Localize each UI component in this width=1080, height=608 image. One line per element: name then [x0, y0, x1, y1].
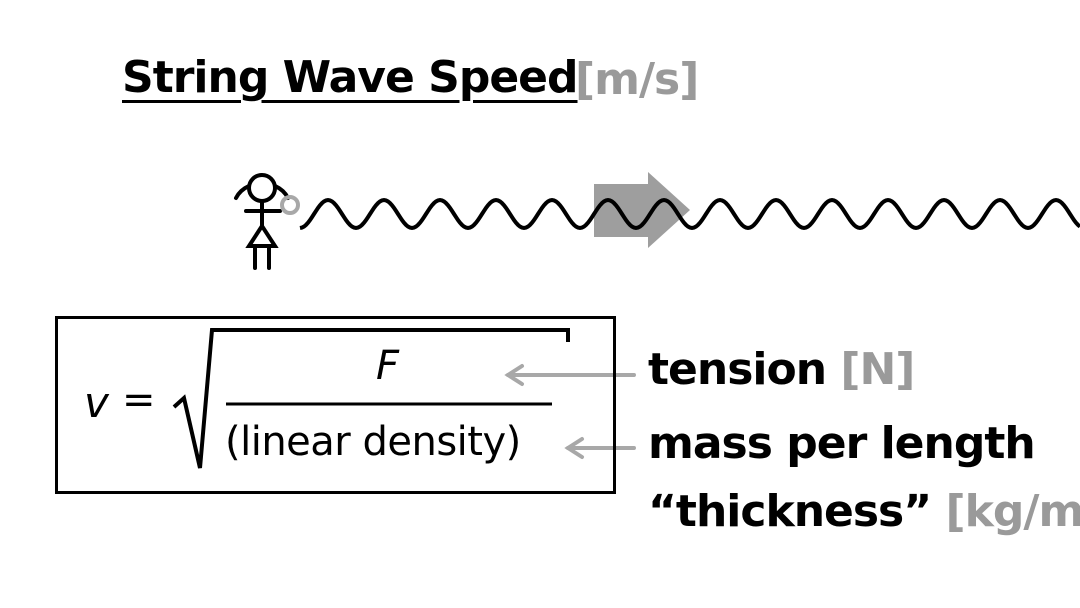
formula-equals: = — [122, 377, 156, 423]
thickness-text: “thickness” — [648, 486, 932, 537]
title-unit: [m/s] — [575, 54, 699, 105]
hand-grip-icon — [280, 195, 300, 215]
mass-per-length-label: mass per length — [648, 418, 1036, 469]
diagram-title: String Wave Speed — [122, 52, 579, 103]
formula-denominator: (linear density) — [225, 419, 521, 465]
formula-box — [55, 316, 616, 494]
tension-text: tension — [648, 344, 827, 395]
thickness-label: “thickness” [kg/m] — [648, 490, 1080, 534]
square-root-sign-icon — [172, 328, 570, 469]
formula-lhs: v — [84, 378, 109, 427]
wave-string — [299, 197, 1080, 231]
formula-numerator: F — [376, 343, 400, 389]
density-pointer-arrow-icon — [564, 437, 636, 459]
person-figure-icon — [234, 173, 290, 270]
tension-unit: [N] — [840, 344, 915, 395]
thickness-unit: [kg/m] — [945, 486, 1080, 537]
tension-label: tension [N] — [648, 348, 915, 392]
